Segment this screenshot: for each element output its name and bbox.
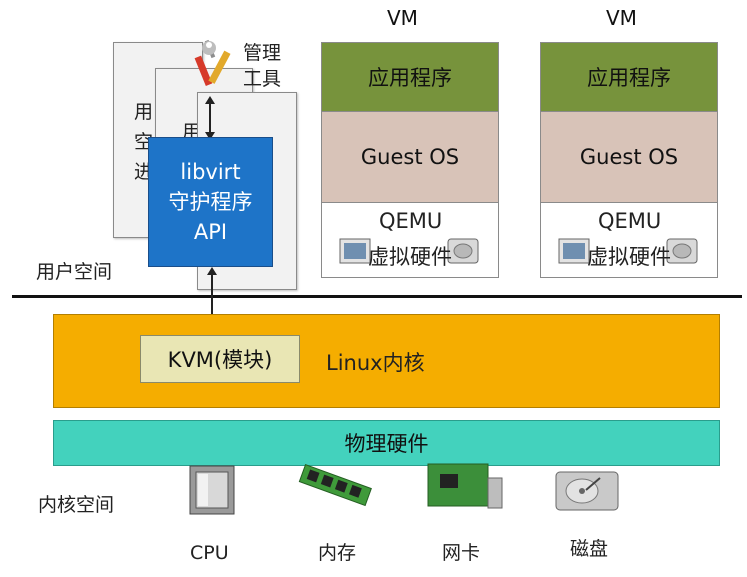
libvirt-daemon-api-box: libvirt 守护程序 API (148, 137, 273, 267)
linux-kernel-label: Linux内核 (326, 351, 425, 375)
vm2-virtual-hardware-icon (558, 238, 698, 264)
cpu-icon (189, 465, 235, 515)
vm2-qemu-label: QEMU (598, 209, 662, 233)
vm1-guest-os-layer: Guest OS (322, 111, 498, 203)
user-space-label: 用户空间 (36, 261, 113, 283)
vm2-title: VM (606, 6, 637, 30)
user-kernel-divider (12, 295, 742, 298)
vm1-virtual-hardware-icon (339, 238, 479, 264)
hardware-label-cpu: CPU (190, 542, 229, 564)
network-card-icon (427, 463, 503, 509)
vm1: 应用程序 Guest OS QEMU 虚拟硬件 (321, 42, 499, 278)
vm1-app-layer: 应用程序 (322, 43, 498, 111)
vm1-virtual-hardware-label: 虚拟硬件 (368, 245, 452, 269)
memory-icon (298, 463, 372, 507)
libvirt-label: libvirt (180, 160, 241, 184)
tools-icon (194, 39, 231, 87)
hardware-label-memory: 内存 (318, 542, 357, 564)
tool-libvirt-arrow (205, 96, 215, 140)
vm2-qemu-layer: QEMU 虚拟硬件 (541, 203, 717, 277)
vm1-title: VM (387, 6, 418, 30)
vm1-qemu-label: QEMU (379, 209, 443, 233)
hardware-label-nic: 网卡 (442, 542, 481, 564)
linux-kernel-band: KVM(模块) Linux内核 (53, 314, 720, 408)
disk-icon (555, 471, 619, 511)
vm2-virtual-hardware-label: 虚拟硬件 (587, 245, 671, 269)
kernel-space-label: 内核空间 (38, 494, 115, 516)
vm2-guest-os-layer: Guest OS (541, 111, 717, 203)
api-label: API (193, 220, 228, 244)
daemon-label: 守护程序 (168, 190, 253, 214)
management-tool-label-line1: 管理 (243, 42, 282, 64)
back-page-char-1: 用 (134, 101, 154, 123)
vm2: 应用程序 Guest OS QEMU 虚拟硬件 (540, 42, 718, 278)
kvm-module-box: KVM(模块) (140, 335, 300, 383)
physical-hardware-band: 物理硬件 (53, 420, 720, 466)
hardware-label-disk: 磁盘 (570, 538, 609, 560)
vm2-app-layer: 应用程序 (541, 43, 717, 111)
management-tool-label-line2: 工具 (243, 68, 282, 90)
vm1-qemu-layer: QEMU 虚拟硬件 (322, 203, 498, 277)
wrench-icon (202, 41, 231, 84)
